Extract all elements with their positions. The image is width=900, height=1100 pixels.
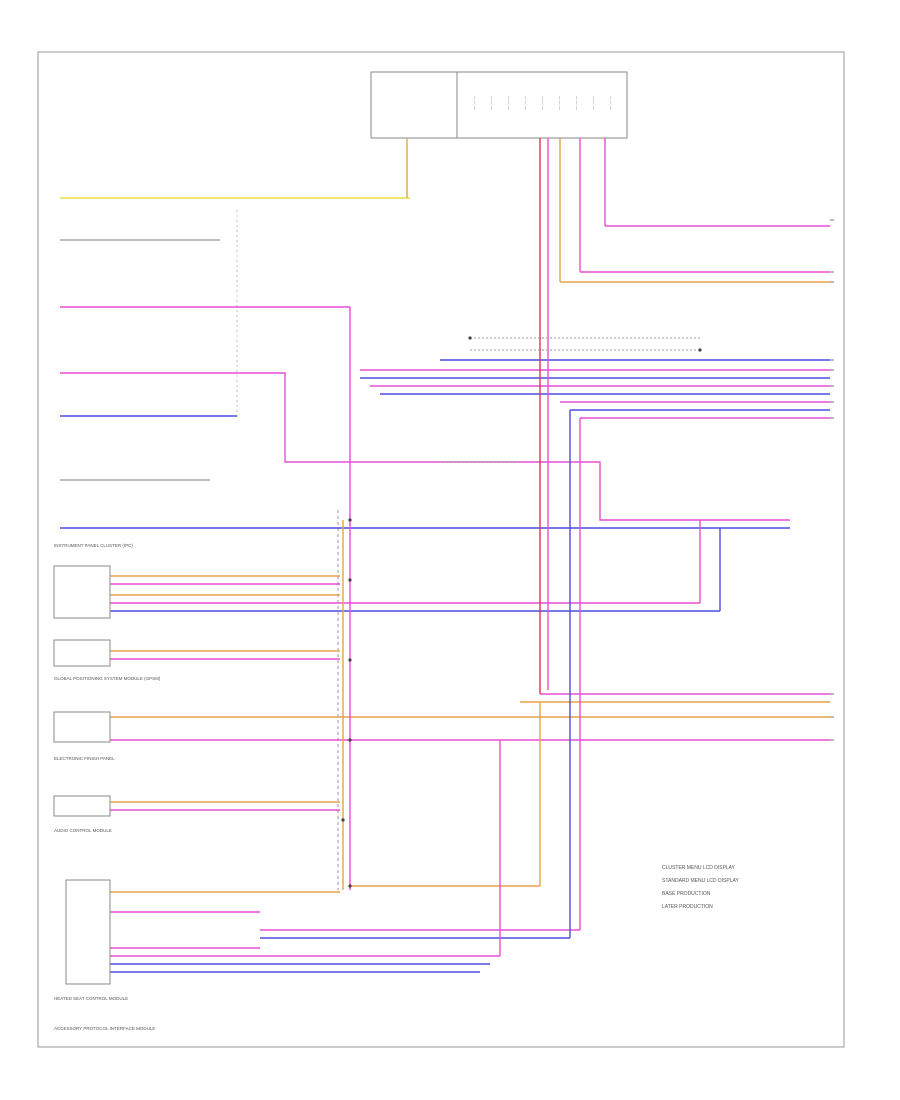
wires [60,197,830,973]
svg-text:— — —: — — — [590,96,595,110]
component-labels: INSTRUMENT PANEL CLUSTER (IPC) GLOBAL PO… [54,543,161,1031]
box-gps [53,711,111,743]
legend-item-1: CLUSTER MENU LCD DISPLAY [662,865,736,871]
diagram-border [37,51,845,1048]
label-accessory: ACCESSORY PROTOCOL INTERFACE MODULE [54,1026,155,1031]
label-gpsm: GLOBAL POSITIONING SYSTEM MODULE (GPSM) [54,676,161,681]
svg-text:— — —: — — — [539,96,544,110]
vertical-wires [342,138,721,956]
right-terminals [830,219,834,741]
box-ipc [53,565,111,619]
box-finish [53,795,111,817]
legend-item-2: STANDARD MENU LCD DISPLAY [662,878,739,884]
label-finish: ELECTRONIC FINISH PANEL [54,756,115,761]
box-audio [65,879,111,985]
svg-text:— — —: — — — [471,96,476,110]
svg-text:— — —: — — — [522,96,527,110]
left-connector-block [370,71,458,139]
dashed-lines [440,337,700,463]
connector-pin-labels: — — — — — — — — — — — — — — — — — — — — … [471,96,612,110]
box-instrument [53,639,111,667]
svg-text:— — —: — — — [573,96,578,110]
label-heated: HEATED SEAT CONTROL MODULE [54,996,128,1001]
splice-dots [341,336,702,888]
svg-text:— — —: — — — [607,96,612,110]
svg-text:— — —: — — — [505,96,510,110]
left-component-boxes [53,565,111,985]
label-ipc: INSTRUMENT PANEL CLUSTER (IPC) [54,543,133,548]
legend: CLUSTER MENU LCD DISPLAY STANDARD MENU L… [662,865,739,910]
label-audio: AUDIO CONTROL MODULE [54,828,112,833]
legend-item-3: BASE PRODUCTION [662,891,711,897]
wire-pink-2 [60,372,790,521]
legend-item-4: LATER PRODUCTION [662,904,713,910]
svg-text:— — —: — — — [488,96,493,110]
svg-text:— — —: — — — [556,96,561,110]
right-connector-block [456,71,628,139]
